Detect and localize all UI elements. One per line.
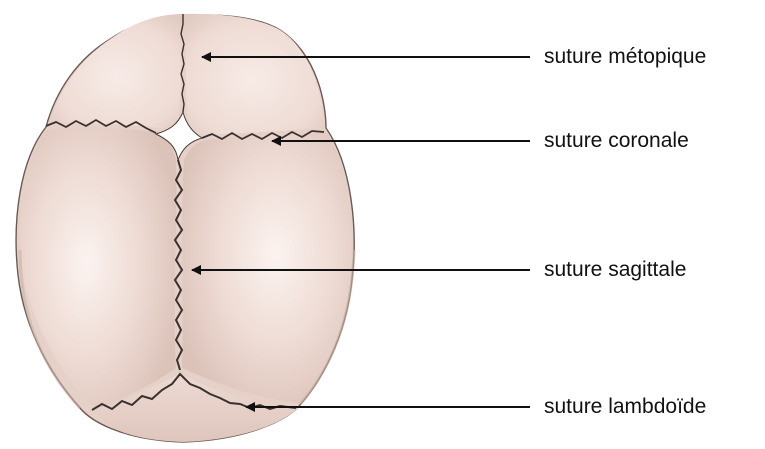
label-metopic-suture: suture métopique bbox=[544, 46, 706, 67]
frontal-bone-right bbox=[183, 14, 324, 135]
parietal-bone-left bbox=[21, 128, 177, 410]
label-coronal-suture: suture coronale bbox=[544, 130, 689, 151]
label-sagittal-suture: suture sagittale bbox=[544, 259, 686, 280]
label-lambdoid-suture: suture lambdoïde bbox=[544, 396, 706, 417]
frontal-bone-left bbox=[50, 14, 183, 128]
